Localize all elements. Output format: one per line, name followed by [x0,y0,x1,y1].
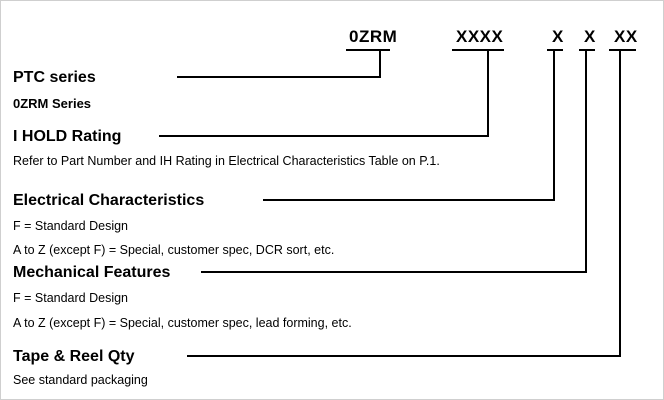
leader-line-h-1 [177,76,381,78]
code-underline-5 [609,49,636,51]
leader-line-h-4 [201,271,587,273]
sublabel-electrical-characteristics-2: A to Z (except F) = Special, customer sp… [13,243,335,257]
code-underline-3 [547,49,563,51]
code-segment-ptc-series: 0ZRM [349,27,398,46]
code-underline-1 [346,49,390,51]
label-ptc-series: PTC series [13,69,96,86]
code-underline-2 [452,49,504,51]
label-mechanical-features: Mechanical Features [13,264,171,281]
sublabel-tape-reel-qty: See standard packaging [13,373,148,387]
leader-line-v-1 [379,50,381,78]
leader-line-v-3 [553,50,555,201]
sublabel-electrical-characteristics-1: F = Standard Design [13,219,128,233]
label-tape-reel-qty: Tape & Reel Qty [13,348,135,365]
label-electrical-characteristics: Electrical Characteristics [13,192,205,209]
sublabel-mechanical-features-2: A to Z (except F) = Special, customer sp… [13,316,352,330]
code-segment-ihold-rating: XXXX [456,27,504,46]
leader-line-h-2 [159,135,489,137]
code-underline-4 [579,49,595,51]
label-ihold-rating: I HOLD Rating [13,128,122,145]
sublabel-mechanical-features-1: F = Standard Design [13,291,128,305]
leader-line-h-5 [187,355,621,357]
code-segment-electrical-characteristics: X [552,27,564,46]
leader-line-v-4 [585,50,587,273]
leader-line-h-3 [263,199,555,201]
code-segment-mechanical-features: X [584,27,596,46]
sublabel-ihold-rating: Refer to Part Number and IH Rating in El… [13,154,440,168]
sublabel-ptc-series: 0ZRM Series [13,96,92,111]
leader-line-v-2 [487,50,489,137]
leader-line-v-5 [619,50,621,357]
code-segment-tape-reel-qty: XX [614,27,638,46]
